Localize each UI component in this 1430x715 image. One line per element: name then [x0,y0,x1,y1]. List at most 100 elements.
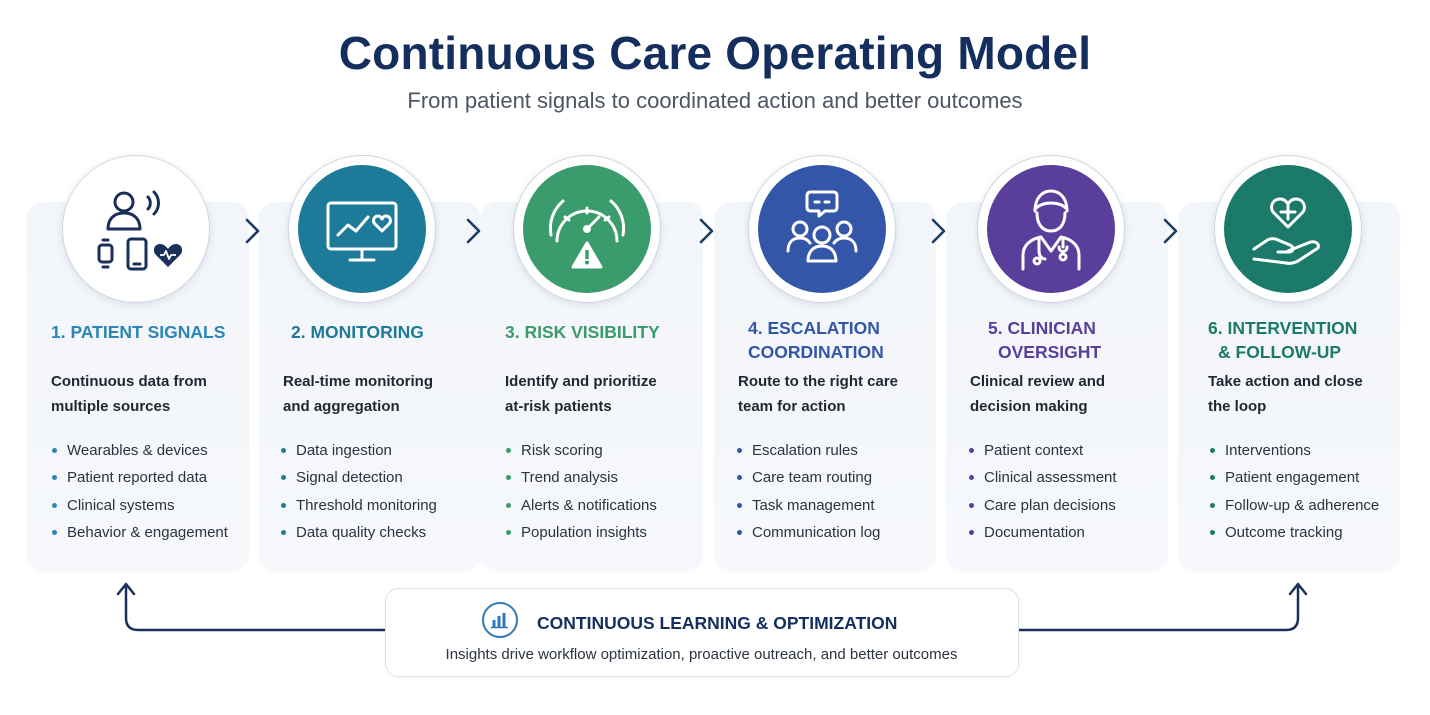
list-item-label: Wearables & devices [67,442,208,459]
step-desc-line: Continuous data from [51,373,207,390]
list-item-label: Alerts & notifications [521,496,657,514]
bullet-icon [506,502,511,508]
step-desc-1: Continuous data from multiple sources [51,369,207,419]
list-item-label: Threshold monitoring [296,496,437,514]
step-title-line: 6. INTERVENTION [1208,318,1358,338]
step-desc-5: Clinical review and decision making [970,369,1105,419]
page-subtitle: From patient signals to coordinated acti… [407,88,1023,113]
list-item: Threshold monitoring [280,492,437,519]
patient-devices-icon [97,190,183,271]
step-title-line: 4. ESCALATION [748,318,880,338]
list-item: Population insights [505,519,657,546]
bullet-icon [281,475,286,481]
list-item: Clinical assessment [968,464,1117,491]
list-item: Data quality checks [280,519,437,546]
step-desc-line: and aggregation [283,398,400,415]
list-item-label: Population insights [521,524,647,542]
step-desc-line: team for action [738,398,846,415]
bullet-icon [1210,502,1215,508]
step-title-1: 1. PATIENT SIGNALS [51,320,273,344]
step-title-5: 5. CLINICIAN OVERSIGHT [988,316,1210,364]
bullet-icon [1210,530,1215,536]
list-item-label: Data quality checks [296,524,427,542]
list-item: Data ingestion [280,437,437,464]
step-title-line: 2. MONITORING [291,322,424,342]
heart-hand-icon [1252,197,1320,265]
bullet-icon [969,475,974,481]
bullet-icon [1210,448,1215,453]
list-item: Care plan decisions [968,492,1117,519]
chevron-right-icon [245,218,260,244]
list-item-label: Interventions [1225,442,1311,459]
list-item: Outcome tracking [1209,519,1379,546]
list-item-label: Documentation [984,524,1085,542]
step-desc-3: Identify and prioritize at-risk patients [505,369,657,419]
list-item-label: Patient context [984,442,1084,459]
step-desc-line: decision making [970,398,1088,415]
bullet-icon [52,530,57,536]
list-item: Documentation [968,519,1117,546]
step-list-1: Wearables & devices Patient reported dat… [51,437,228,547]
step-desc-4: Route to the right care team for action [738,369,898,419]
bullet-icon [52,502,57,508]
list-item-label: Task management [752,496,875,514]
bullet-icon [506,530,511,536]
step-desc-6: Take action and close the loop [1208,369,1363,419]
step-title-line: & FOLLOW-UP [1218,342,1342,362]
list-item: Interventions [1209,437,1379,464]
step-title-line: OVERSIGHT [998,342,1102,362]
learning-description: Insights drive workflow optimization, pr… [445,646,958,663]
step-circle-4 [748,155,896,303]
learning-title: CONTINUOUS LEARNING & OPTIMIZATION [537,613,898,633]
list-item: Patient context [968,437,1117,464]
list-item-label: Signal detection [296,469,403,487]
bullet-icon [737,448,742,453]
chevron-right-icon [466,218,481,244]
list-item-label: Trend analysis [521,469,618,487]
step-title-line: 5. CLINICIAN [988,318,1096,338]
bullet-icon [1210,475,1215,481]
learning-box: CONTINUOUS LEARNING & OPTIMIZATION Insig… [385,588,1019,677]
list-item: Care team routing [736,464,880,491]
bullet-icon [52,448,57,453]
list-item: Alerts & notifications [505,492,657,519]
list-item: Wearables & devices [51,437,228,464]
list-item-label: Data ingestion [296,442,392,459]
list-item: Communication log [736,519,880,546]
list-item-label: Patient reported data [67,469,208,487]
list-item-label: Patient engagement [1225,469,1360,487]
step-title-line: 1. PATIENT SIGNALS [51,322,226,342]
step-title-6: 6. INTERVENTION & FOLLOW-UP [1208,316,1430,364]
bullet-icon [506,475,511,481]
list-item: Behavior & engagement [51,519,228,546]
page-title: Continuous Care Operating Model [338,27,1092,79]
bullet-icon [737,475,742,481]
list-item: Task management [736,492,880,519]
step-list-2: Data ingestion Signal detection Threshol… [280,437,437,547]
step-desc-line: Take action and close [1208,373,1363,390]
step-title-line: 3. RISK VISIBILITY [505,322,660,342]
step-desc-line: Clinical review and [970,373,1106,390]
bullet-icon [737,502,742,508]
clinician-icon [1021,189,1081,271]
bar-chart-icon [482,602,518,638]
step-circle-5 [977,155,1125,303]
list-item: Follow-up & adherence [1209,492,1379,519]
list-item-label: Behavior & engagement [67,524,228,542]
bullet-icon [969,448,974,453]
list-item: Patient reported data [51,464,228,491]
step-desc-line: Route to the right care [738,373,899,390]
step-desc-line: Identify and prioritize [505,373,657,390]
list-item-label: Clinical systems [67,496,175,514]
step-list-3: Risk scoring Trend analysis Alerts & not… [505,437,657,547]
step-desc-2: Real-time monitoring and aggregation [283,369,433,419]
list-item-label: Care team routing [752,469,873,487]
bullet-icon [281,530,286,536]
list-item-label: Communication log [752,524,881,542]
list-item-label: Outcome tracking [1225,524,1343,542]
monitor-heart-icon [326,201,398,262]
list-item-label: Risk scoring [521,442,603,459]
step-list-6: Interventions Patient engagement Follow-… [1209,437,1379,547]
bullet-icon [281,448,286,453]
chevron-right-icon [699,218,714,244]
